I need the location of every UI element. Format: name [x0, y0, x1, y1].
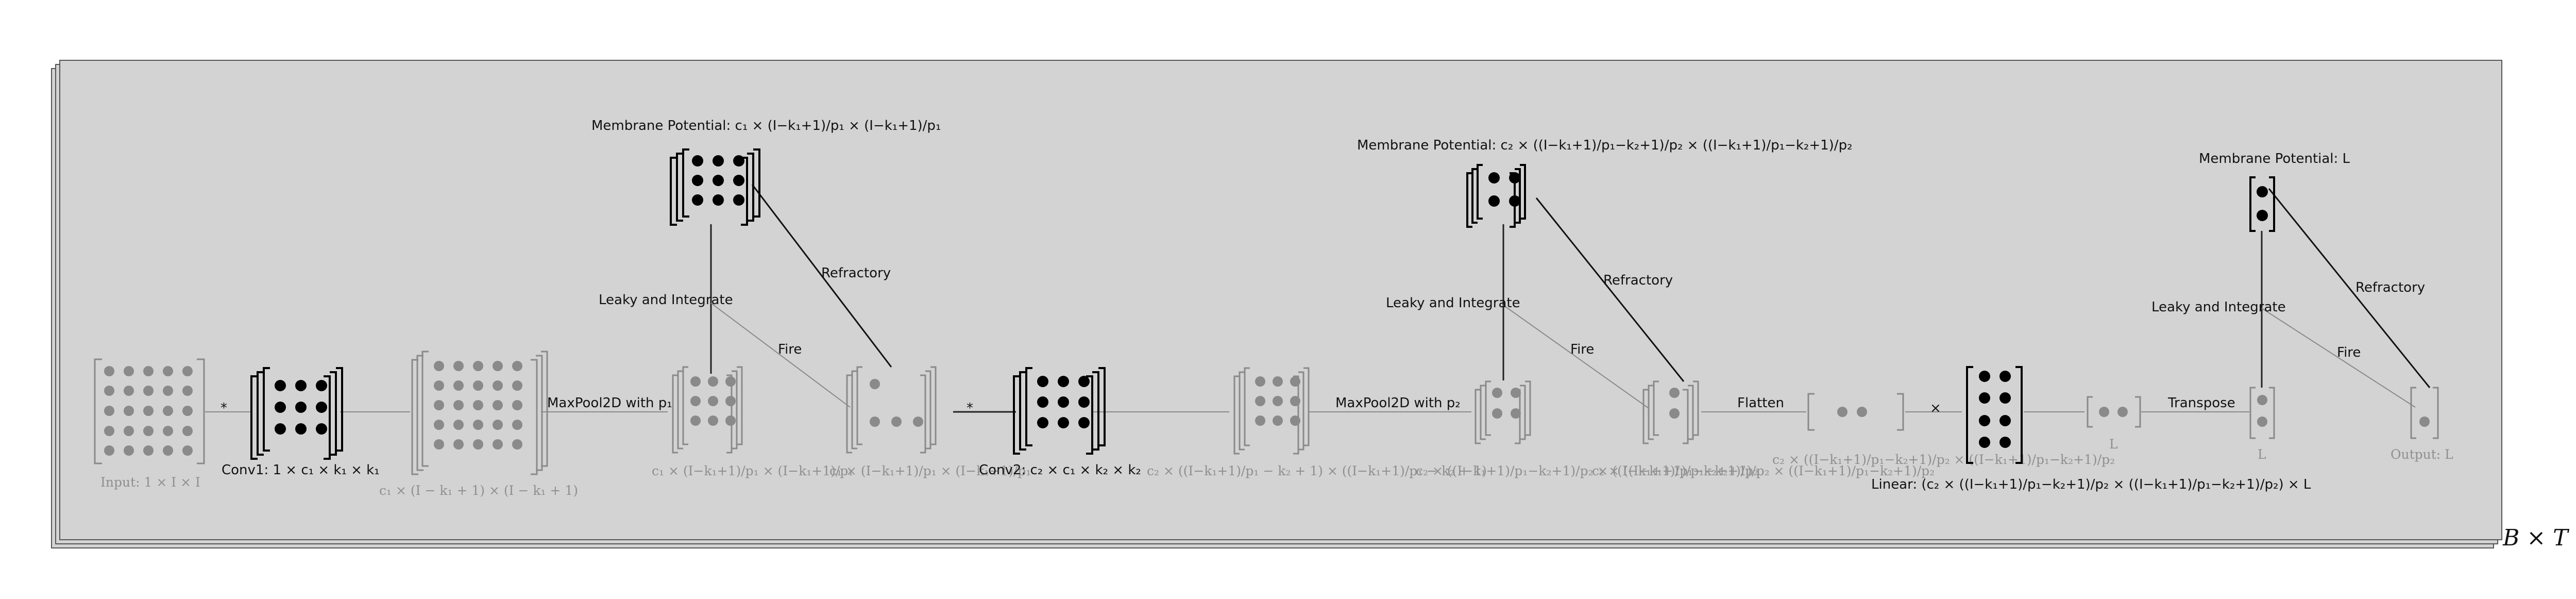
lif2-leaky-label: Leaky and Integrate — [1386, 295, 1520, 311]
transpose-label: Transpose — [2167, 395, 2235, 411]
flatten-label: Flatten — [1737, 395, 1784, 411]
lif1-membrane-potential — [670, 148, 760, 226]
lif1-refractory-label: Refractory — [821, 265, 891, 281]
conv1-output — [411, 351, 548, 475]
transpose-output — [2249, 387, 2275, 439]
pool2-output — [1475, 380, 1531, 444]
conv2-kernel — [1013, 367, 1106, 455]
conv2-operator: * — [967, 401, 973, 416]
lif2-wiring — [1502, 197, 1685, 409]
lif1-spikes — [846, 366, 937, 454]
lif2-membrane-label: Membrane Potential: c₂ × ((I−k₁+1)/p₁−k₂… — [1357, 138, 1853, 153]
lif2-spikes — [1642, 380, 1699, 444]
maxpool2-label: MaxPool2D with p₂ — [1335, 395, 1461, 411]
lif3-fire-label: Fire — [2337, 345, 2361, 360]
final-output-label: Output: L — [2391, 447, 2453, 462]
lif2-membrane-potential — [1466, 164, 1526, 228]
pool1-output-label: c₁ × (I−k₁+1)/p₁ × (I−k₁+1)/p₁ — [652, 463, 853, 478]
linear-output — [2087, 396, 2141, 428]
maxpool1-label: MaxPool2D with p₁ — [547, 395, 672, 411]
transpose-output-label: L — [2258, 447, 2266, 462]
lif1-membrane-label: Membrane Potential: c₁ × (I−k₁+1)/p₁ × (… — [591, 118, 941, 134]
conv1-kernel-label: Conv1: 1 × c₁ × k₁ × k₁ — [222, 462, 380, 478]
lif3-wiring — [2261, 188, 2431, 408]
lif3-membrane-label: Membrane Potential: L — [2199, 151, 2350, 167]
lif1-fire-label: Fire — [778, 342, 802, 357]
input-matrix — [94, 358, 205, 464]
pool1-output — [672, 366, 743, 454]
flatten-output-label: c₂ × ((I−k₁+1)/p₁−k₂+1)/p₂ × ((I−k₁+1)/p… — [1772, 452, 2115, 467]
final-output — [2410, 387, 2439, 439]
lif1-spikes-label: c₁ × (I−k₁+1)/p₁ × (I−k₁+1)/p₁ — [829, 463, 1031, 478]
flatten-output — [1807, 393, 1904, 431]
lif2-refractory-label: Refractory — [1603, 273, 1673, 288]
stack-panels — [51, 60, 2502, 548]
conv1-output-label: c₁ × (I − k₁ + 1) × (I − k₁ + 1) — [379, 483, 578, 498]
stack-label: B × T — [2502, 525, 2570, 551]
lif3-refractory-label: Refractory — [2355, 280, 2425, 295]
pool2-output-label: c₂ × ((I−k₁+1)/p₁−k₂+1)/p₂ × ((I−k₁+1)/p… — [1416, 463, 1758, 478]
conv1-kernel — [250, 367, 343, 460]
linear-label: Linear: (c₂ × ((I−k₁+1)/p₁−k₂+1)/p₂ × ((… — [1871, 477, 2311, 492]
conv1-operator: * — [221, 401, 227, 416]
lif2-fire-label: Fire — [1570, 342, 1594, 357]
lif3-leaky-label: Leaky and Integrate — [2151, 300, 2286, 315]
lif1-wiring — [710, 184, 892, 408]
lif3-membrane-potential — [2249, 176, 2275, 232]
linear-operator: × — [1930, 401, 1941, 416]
conv2-kernel-label: Conv2: c₂ × c₁ × k₂ × k₂ — [979, 462, 1141, 478]
lif1-leaky-label: Leaky and Integrate — [599, 292, 733, 308]
linear-weight — [1966, 366, 2023, 464]
linear-output-label: L — [2109, 437, 2118, 452]
lif2-spikes-label: c₂ × ((I−k₁+1)/p₁−k₂+1)/p₂ × ((I−k₁+1)/p… — [1592, 463, 1935, 478]
conv2-output — [1233, 367, 1310, 455]
input-label: Input: 1 × I × I — [100, 475, 200, 490]
conv2-output-label: c₂ × ((I−k₁+1)/p₁ − k₂ + 1) × ((I−k₁+1)/… — [1147, 463, 1487, 478]
